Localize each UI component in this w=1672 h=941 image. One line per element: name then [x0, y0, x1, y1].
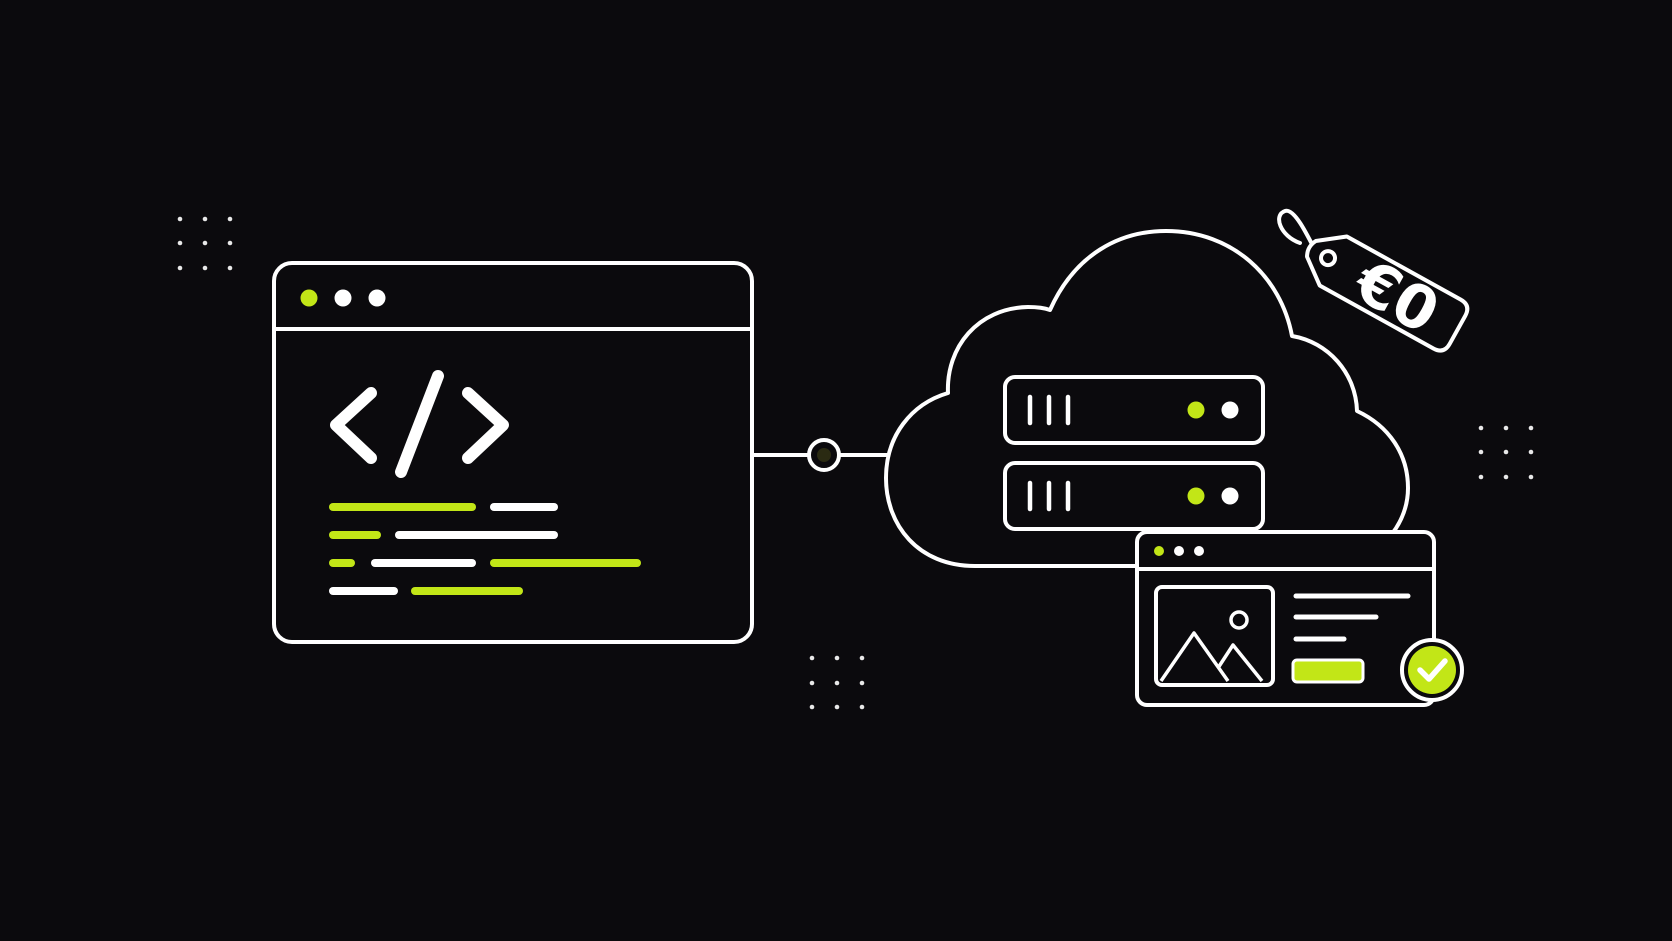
- connector-line: [752, 438, 888, 472]
- image-placeholder-icon: [1154, 585, 1275, 687]
- price-tag-string: [1277, 208, 1320, 258]
- window-dot: [368, 289, 386, 307]
- text-lines: [1293, 593, 1411, 642]
- window-dot: [1194, 546, 1204, 556]
- dot-grid-bottom-center: [809, 655, 865, 710]
- window-dot: [1174, 546, 1184, 556]
- accent-button: [1291, 658, 1365, 684]
- status-light: [1221, 401, 1239, 419]
- cloud: [884, 229, 1410, 568]
- status-light: [1221, 487, 1239, 505]
- server-unit: [1003, 375, 1265, 445]
- code-editor-window: [272, 261, 754, 644]
- check-icon: [1417, 658, 1448, 682]
- window-dot-accent: [1154, 546, 1164, 556]
- server-unit: [1003, 461, 1265, 531]
- status-light-accent: [1187, 487, 1205, 505]
- website-window: [1135, 530, 1436, 707]
- check-badge: [1400, 638, 1464, 702]
- price-tag-hole: [1319, 249, 1338, 268]
- window-dot: [334, 289, 352, 307]
- dot-grid-right: [1478, 425, 1534, 480]
- status-light-accent: [1187, 401, 1205, 419]
- dot-grid-top-left: [177, 216, 233, 271]
- price-tag: €0: [1277, 208, 1470, 353]
- server-rack: [1003, 375, 1265, 531]
- price-tag-body: [1305, 234, 1470, 353]
- code-brackets-icon: [330, 370, 509, 478]
- code-lines: [329, 503, 641, 595]
- window-dot-accent: [300, 289, 318, 307]
